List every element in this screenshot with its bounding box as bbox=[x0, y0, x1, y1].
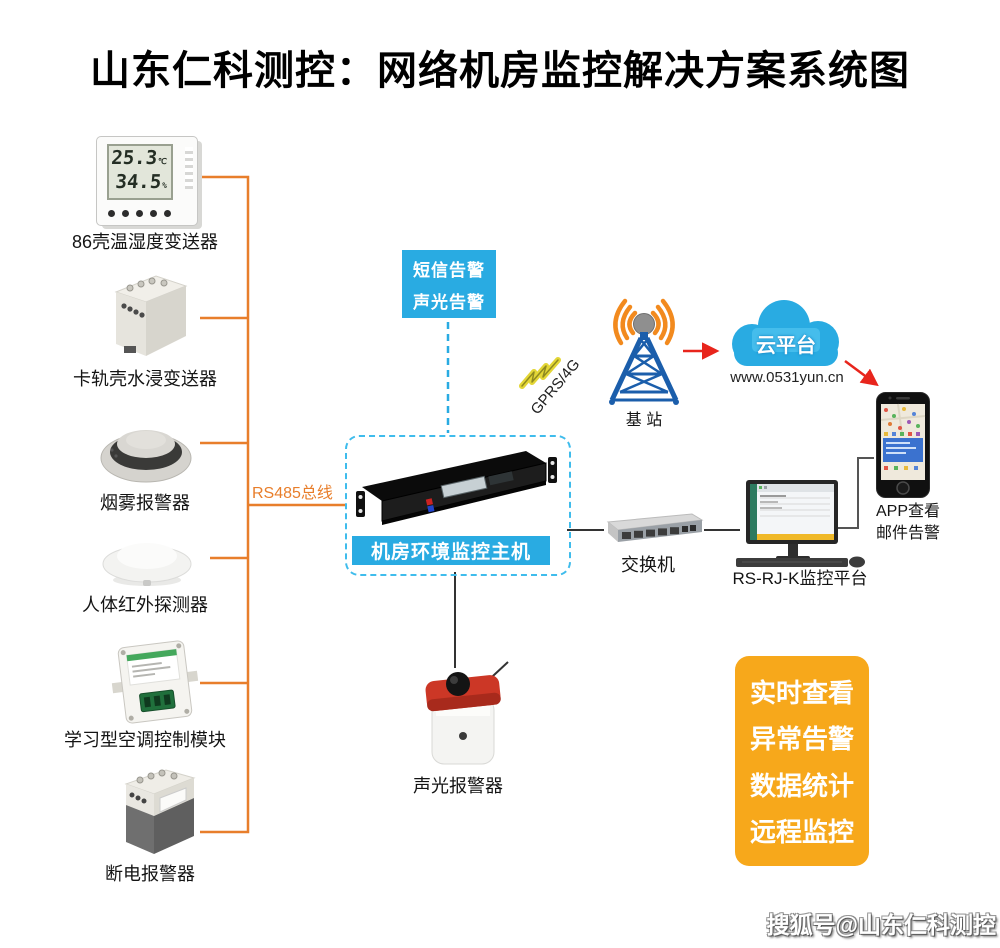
sound-light-alarm-label: 声光报警器 bbox=[413, 776, 503, 796]
lightning-bolt-icon bbox=[518, 352, 580, 400]
phone-caption-line2: 邮件告警 bbox=[876, 525, 941, 542]
water-sensor-label: 卡轨壳水浸变送器 bbox=[73, 369, 217, 389]
lcd-temp-unit: ℃ bbox=[157, 157, 168, 166]
base-station-label: 基 站 bbox=[625, 412, 663, 429]
base-station-image bbox=[592, 288, 698, 408]
host-label: 机房环境监控主机 bbox=[352, 536, 550, 565]
host-dashed-frame bbox=[345, 435, 571, 576]
temp-humidity-sensor-label: 86壳温湿度变送器 bbox=[71, 232, 219, 252]
rs485-bus-label: RS485总线 bbox=[252, 485, 333, 502]
power-off-alarm-icon bbox=[124, 769, 196, 854]
host-server-icon bbox=[356, 451, 557, 525]
sound-light-alarm-icon bbox=[425, 672, 501, 765]
pc-to-phone-line bbox=[838, 457, 874, 529]
pc-image bbox=[736, 478, 868, 568]
lcd-display: 25.3 ℃ 34.5 % bbox=[107, 144, 173, 200]
cloud-url: www.0531yun.cn bbox=[730, 369, 844, 386]
pc-icon bbox=[736, 480, 865, 568]
smoke-alarm-label: 烟雾报警器 bbox=[100, 493, 190, 513]
watermark: 搜狐号@山东仁科测控 bbox=[766, 912, 996, 938]
device-buttons bbox=[108, 210, 171, 217]
power-off-alarm-image bbox=[110, 758, 205, 858]
switch-image bbox=[604, 506, 704, 550]
page-title: 山东仁科测控：网络机房监控解决方案系统图 bbox=[90, 49, 910, 93]
temp-humidity-sensor-body: 25.3 ℃ 34.5 % bbox=[96, 136, 198, 226]
alert-types-box: 短信告警 声光告警 bbox=[402, 250, 496, 318]
phone-image bbox=[876, 392, 930, 498]
pc-label: RS-RJ-K监控平台 bbox=[732, 569, 868, 588]
cloud-icon bbox=[732, 300, 839, 366]
smoke-alarm-image bbox=[96, 410, 196, 490]
cloud-platform: 云平台 bbox=[726, 296, 846, 368]
phone-icon bbox=[876, 392, 930, 498]
cloud-to-phone-arrow bbox=[844, 359, 879, 387]
ac-control-module-icon bbox=[111, 640, 199, 724]
phone-caption-line1: APP查看 bbox=[876, 503, 941, 520]
power-off-alarm-label: 断电报警器 bbox=[105, 864, 195, 884]
features-box: 实时查看 异常告警 数据统计 远程监控 bbox=[735, 656, 869, 866]
pir-detector-icon bbox=[102, 543, 192, 586]
feature-statistics: 数据统计 bbox=[749, 770, 854, 801]
alert-line-sound-light: 声光告警 bbox=[413, 292, 485, 312]
pir-detector-label: 人体红外探测器 bbox=[82, 595, 208, 615]
base-station-icon bbox=[609, 298, 679, 405]
lcd-temp-value: 25.3 bbox=[110, 147, 159, 169]
host-server-image bbox=[354, 441, 560, 537]
lcd-humidity-unit: % bbox=[161, 181, 168, 190]
feature-remote: 远程监控 bbox=[749, 817, 854, 848]
feature-realtime: 实时查看 bbox=[749, 677, 854, 708]
water-sensor-icon bbox=[114, 275, 188, 356]
sound-light-alarm-image bbox=[414, 664, 510, 770]
lcd-humidity-value: 34.5 bbox=[114, 171, 163, 193]
switch-icon bbox=[606, 513, 704, 542]
cloud-platform-label: 云平台 bbox=[756, 335, 816, 357]
phone-caption: APP查看 邮件告警 bbox=[876, 501, 956, 545]
gprs-bolt-svg bbox=[519, 357, 561, 389]
switch-label: 交换机 bbox=[621, 555, 675, 575]
smoke-alarm-icon bbox=[100, 430, 192, 483]
water-sensor-image bbox=[100, 262, 200, 362]
temp-humidity-sensor-image: 25.3 ℃ 34.5 % bbox=[96, 136, 204, 228]
alert-line-sms: 短信告警 bbox=[413, 260, 485, 280]
ac-control-module-image bbox=[110, 636, 200, 728]
device-vent bbox=[185, 147, 193, 189]
pir-detector-image bbox=[100, 532, 195, 590]
ac-control-module-label: 学习型空调控制模块 bbox=[64, 730, 226, 750]
feature-alarm: 异常告警 bbox=[749, 724, 854, 755]
